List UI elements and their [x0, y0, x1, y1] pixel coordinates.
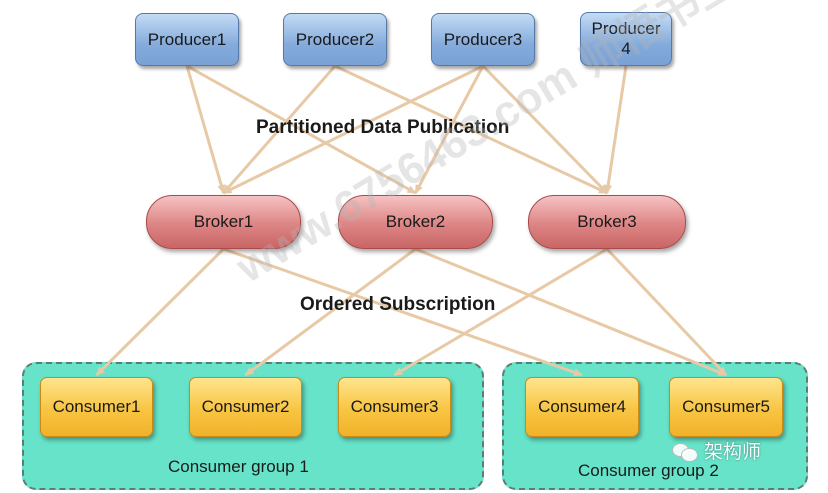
group-1-label: Consumer group 1 [168, 457, 309, 476]
consumer-4: Consumer4 [525, 377, 639, 437]
badge-label: 架构师 [704, 442, 762, 463]
subscription-heading: Ordered Subscription [300, 294, 496, 315]
wechat-icon [672, 441, 698, 462]
broker-2: Broker2 [338, 195, 493, 249]
consumer-2: Consumer2 [189, 377, 302, 437]
producer-2: Producer2 [283, 13, 387, 66]
consumer-1: Consumer1 [40, 377, 153, 437]
arrow-broker-1-to-consumer-1 [95, 247, 225, 377]
broker-3: Broker3 [528, 195, 686, 249]
producer-4: Producer 4 [580, 12, 672, 66]
arrow-producer-4-to-broker-3 [604, 65, 628, 194]
consumer-3: Consumer3 [338, 377, 451, 437]
broker-1: Broker1 [146, 195, 301, 249]
arrow-broker-3-to-consumer-5 [605, 247, 728, 377]
producer-1: Producer1 [135, 13, 239, 66]
consumer-5: Consumer5 [669, 377, 783, 437]
wechat-badge: 架构师 [672, 437, 761, 464]
producer-3: Producer3 [431, 13, 535, 66]
group-2-label: Consumer group 2 [578, 461, 719, 480]
arrow-producer-1-to-broker-1 [185, 65, 226, 194]
